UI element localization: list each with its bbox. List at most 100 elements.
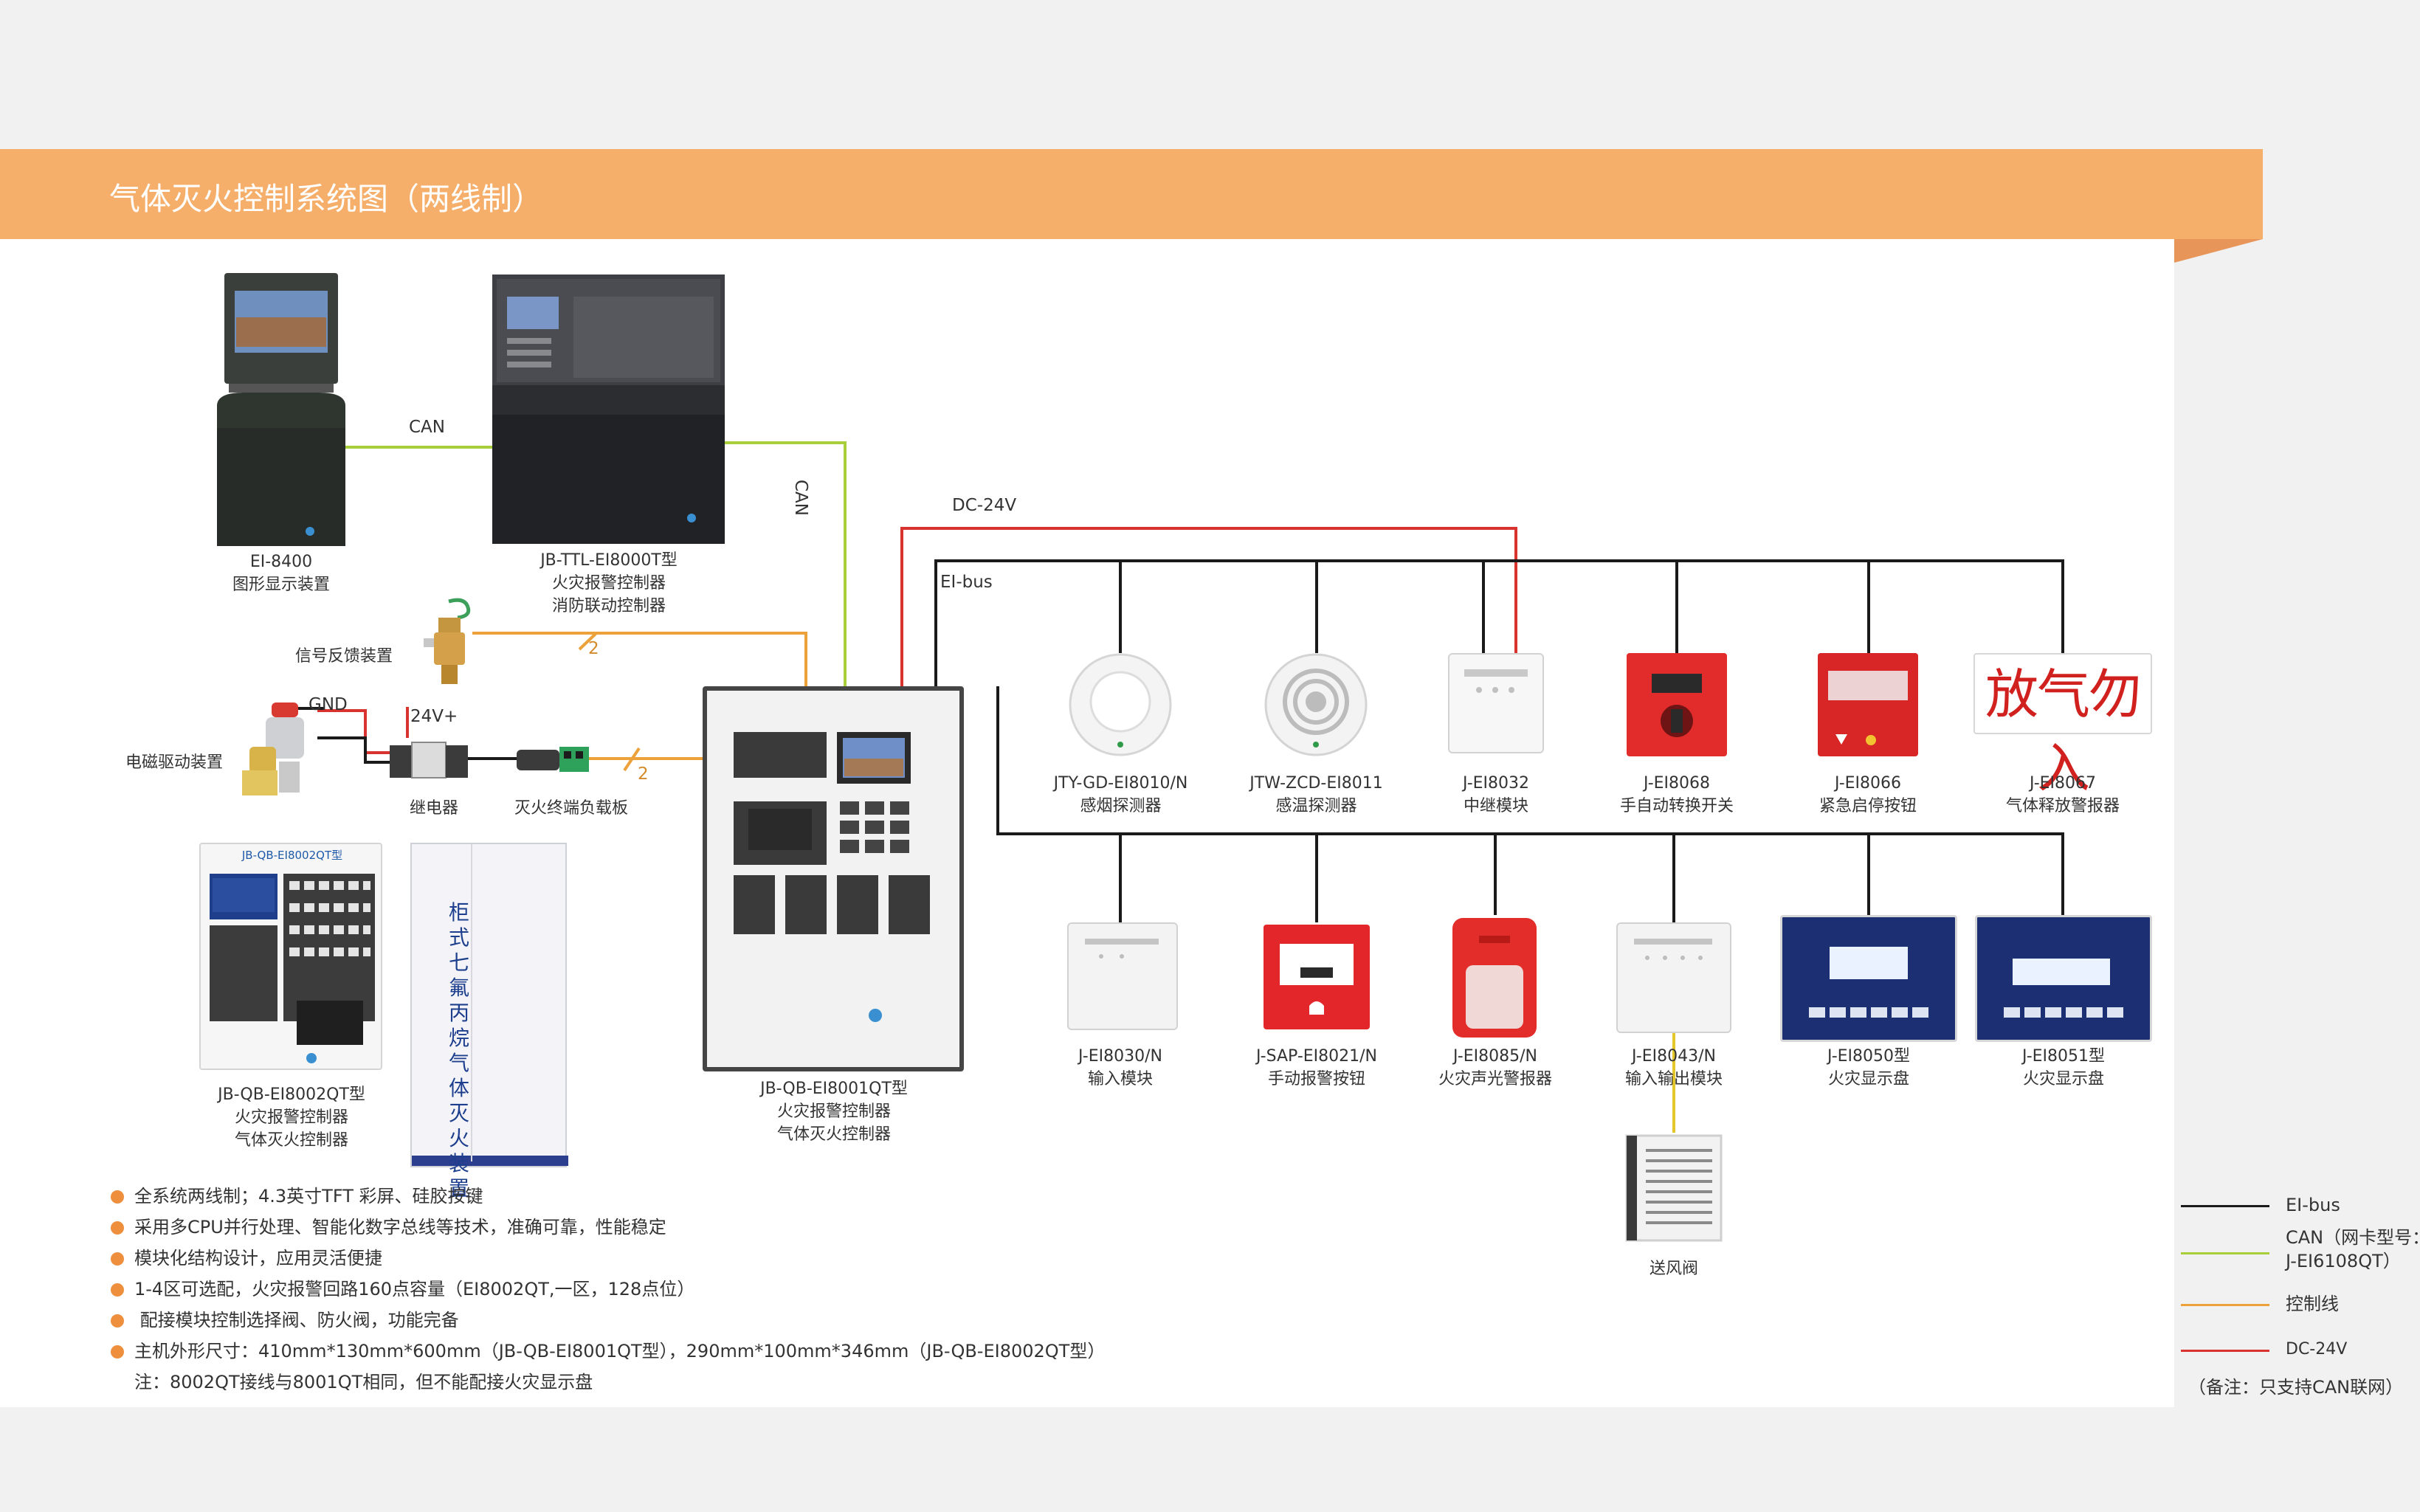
manual-auto-switch-icon [1652, 674, 1702, 737]
can-label-v: CAN [791, 480, 810, 516]
gas-controller-panel-icon [210, 874, 375, 1063]
manual-alarm-button-device [1264, 925, 1370, 1029]
relay-module-name: 中继模块 [1463, 797, 1528, 815]
bullet-dot [111, 1221, 124, 1235]
switch-model: J-EI8068 [1643, 774, 1711, 793]
display-panel-2-model: J-EI8051型 [2021, 1047, 2106, 1066]
io-module-name: 输入输出模块 [1624, 1070, 1723, 1088]
manual-alarm-model: J-SAP-EI8021/N [1255, 1047, 1378, 1066]
banner-fold [2174, 239, 2263, 263]
top-label-4: J-EI8066 紧急启停按钮 [1794, 772, 1942, 818]
solenoid-label: 电磁驱动装置 [125, 753, 224, 772]
io-module-icon [1634, 939, 1712, 960]
top-label-5: J-EI8067 气体释放警报器 [1985, 772, 2140, 818]
ei8000t-name2: 消防联动控制器 [551, 597, 666, 615]
display-panel-1-model: J-EI8050型 [1827, 1047, 1911, 1066]
sound-light-alarm-device [1449, 915, 1540, 1040]
ei8002qt-screen-label: JB-QB-EI8002QT型 [241, 849, 343, 862]
emergency-stop-icon [1828, 671, 1908, 745]
smoke-detector-name: 感烟探测器 [1080, 797, 1162, 815]
manual-auto-switch-device [1627, 653, 1727, 756]
can-label-h: CAN [409, 418, 445, 437]
feature-note: 注：8002QT接线与8001QT相同，但不能配接火灾显示盘 [134, 1372, 593, 1392]
gas-release-sign-device: 放气勿入 [1973, 653, 2152, 799]
v24-label: 24V+ [410, 707, 458, 726]
cabinet-text: 柜式七氟丙烷气体灭火装置 [449, 900, 470, 1201]
title-banner [0, 149, 2263, 239]
display-panel-1-name: 火灾显示盘 [1827, 1070, 1909, 1088]
relay-label: 继电器 [409, 799, 458, 818]
bullet-dot [111, 1345, 124, 1359]
fire-alarm-cabinet-icon [492, 275, 725, 544]
stop-button-model: J-EI8066 [1834, 774, 1902, 793]
terminal-label: 灭火终端负载板 [514, 799, 628, 818]
fire-display-panel-1 [1780, 915, 1957, 1042]
eibus-top-bus [934, 559, 2064, 686]
legend-line [2181, 1252, 2269, 1254]
fire-display-panel-2 [1975, 915, 2152, 1042]
top-label-1: JTW-ZCD-EI8011 感温探测器 [1226, 772, 1407, 818]
bottom-label-3: J-EI8043/N 输入输出模块 [1600, 1045, 1748, 1091]
ei8000t-label: JB-TTL-EI8000T型 火灾报警控制器 消防联动控制器 [502, 549, 716, 618]
sound-light-alarm-icon [1452, 918, 1537, 1038]
heat-detector-device [1259, 653, 1373, 756]
feature-item: 配接模块控制选择阀、防火阀，功能完备 [111, 1305, 1105, 1336]
relay-module-icon [1464, 669, 1528, 693]
heat-detector-icon [1264, 653, 1368, 756]
dc24v-wires [317, 527, 1517, 754]
ei8001qt-label: JB-QB-EI8001QT型 火灾报警控制器 气体灭火控制器 [723, 1077, 945, 1146]
cabinet-extinguisher: 柜式七氟丙烷气体灭火装置 [410, 843, 568, 1201]
fire-display-panel-icon [2004, 959, 2123, 1018]
manual-alarm-name: 手动报警按钮 [1267, 1070, 1365, 1088]
damper-label: 送风阀 [1649, 1260, 1698, 1278]
sound-light-alarm-name: 火灾声光警报器 [1438, 1070, 1552, 1088]
legend-remark: （备注：只支持CAN联网） [2188, 1377, 2404, 1398]
ei8000t-controller [492, 275, 725, 544]
top-label-0: JTY-GD-EI8010/N 感烟探测器 [1030, 772, 1211, 818]
bottom-label-2: J-EI8085/N 火灾声光警报器 [1421, 1045, 1569, 1091]
bottom-label-0: J-EI8030/N 输入模块 [1047, 1045, 1194, 1091]
eibus-bottom-bus [996, 686, 2064, 915]
gas-extinguishing-controller-icon [734, 732, 930, 1022]
switch-name: 手自动转换开关 [1619, 797, 1734, 815]
dc24v-label: DC-24V [952, 496, 1017, 515]
manual-alarm-button-icon [1280, 944, 1354, 1015]
smoke-detector-device [1064, 653, 1178, 756]
feature-item: 采用多CPU并行处理、智能化数字总线等技术，准确可靠，性能稳定 [111, 1212, 1105, 1243]
input-module-device [1067, 922, 1178, 1030]
feature-item: 模块化结构设计，应用灵活便捷 [111, 1243, 1105, 1274]
smoke-detector-model: JTY-GD-EI8010/N [1053, 774, 1188, 793]
air-damper-icon [1625, 1134, 1723, 1242]
feedback-label: 信号反馈装置 [295, 647, 393, 666]
diagram-canvas [0, 149, 2174, 1407]
ei8400-graphic-display [214, 273, 348, 546]
ei8400-model: EI-8400 [249, 553, 313, 571]
display-panel-2-name: 火灾显示盘 [2022, 1070, 2104, 1088]
relay-module-device [1448, 653, 1544, 753]
heat-detector-name: 感温探测器 [1275, 797, 1357, 815]
cabinet-door [471, 844, 564, 1161]
terminal-load-board [517, 745, 592, 773]
signal-feedback-device [419, 594, 478, 690]
input-module-name: 输入模块 [1087, 1070, 1153, 1088]
control-tick-a [578, 632, 598, 651]
control-tick-b [623, 747, 641, 772]
ei8002qt-label: JB-QB-EI8002QT型 火灾报警控制器 气体灭火控制器 [177, 1083, 406, 1152]
input-module-icon [1085, 939, 1159, 959]
ei8001qt-name2: 气体灭火控制器 [776, 1125, 891, 1144]
ei8000t-name1: 火灾报警控制器 [551, 574, 666, 593]
dc24v-solenoid [317, 709, 390, 754]
control-wire-feedback [472, 632, 807, 686]
can-wire-8000t [723, 441, 847, 686]
feature-item: 1-4区可选配，火灾报警回路160点容量（EI8002QT,一区，128点位） [111, 1274, 1105, 1305]
ei8000t-model: JB-TTL-EI8000T型 [540, 551, 678, 570]
ei8400-name: 图形显示装置 [232, 576, 330, 594]
terminal-board-icon [517, 747, 589, 772]
ei8002qt-name2: 气体灭火控制器 [234, 1131, 348, 1150]
gas-sign-name: 气体释放警报器 [2005, 797, 2120, 815]
ei8001qt-controller [703, 686, 964, 1071]
sound-light-alarm-model: J-EI8085/N [1453, 1047, 1537, 1066]
air-damper-device [1624, 1133, 1724, 1243]
